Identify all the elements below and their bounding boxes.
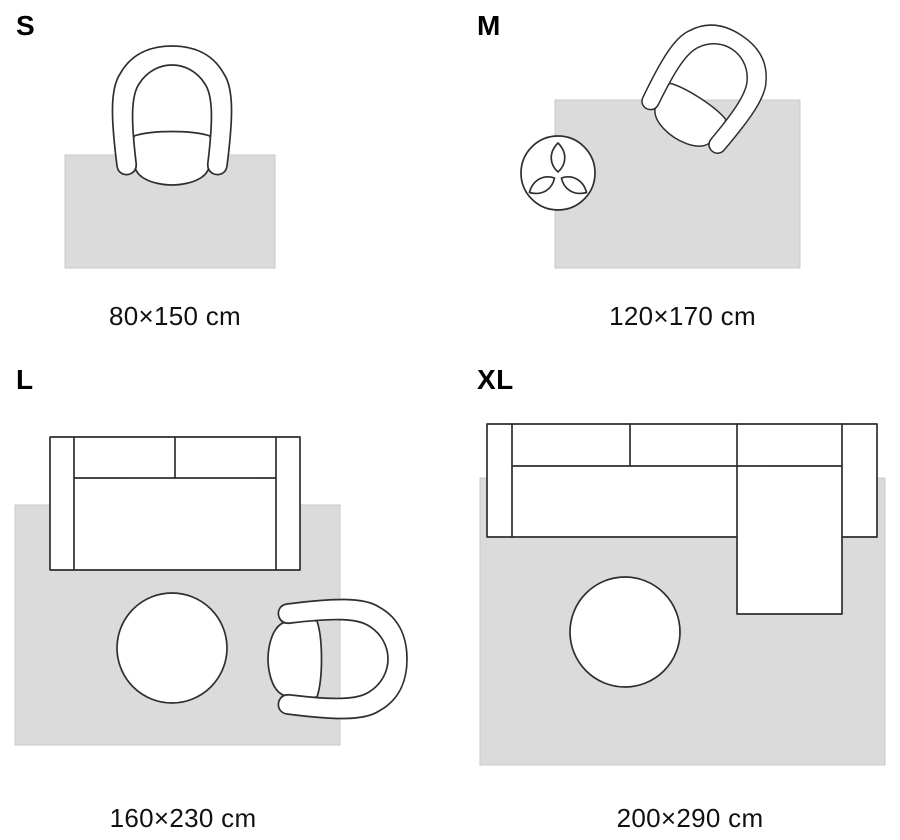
panel-size-l: L 160×230 cm (0, 348, 450, 840)
corner-sofa-icon (486, 423, 878, 615)
size-label-l: L (16, 364, 34, 395)
dimension-label-l: 160×230 cm (109, 803, 257, 833)
armchair-icon (111, 45, 233, 186)
diagram-m (520, 5, 801, 269)
dimension-label-m: 120×170 cm (609, 301, 756, 331)
diagram-s (64, 45, 276, 269)
diagram-xl (479, 423, 886, 766)
sofa-icon (49, 436, 301, 571)
plant-leaves (528, 142, 588, 195)
size-label-m: M (477, 10, 501, 41)
size-label-s: S (16, 10, 36, 41)
dimension-label-s: 80×150 cm (108, 301, 242, 331)
corner-sofa-body (486, 423, 878, 615)
panel-size-m: M 120×170 cm (450, 0, 900, 348)
pouf-icon (116, 592, 228, 704)
potted-plant-icon (520, 135, 596, 211)
panel-size-s: S 80×150 cm (0, 0, 450, 348)
size-label-xl: XL (477, 364, 514, 395)
dimension-label-xl: 200×290 cm (616, 803, 764, 833)
panel-size-xl: XL 200×290 cm (450, 348, 900, 840)
diagram-l (14, 436, 408, 746)
rug-s (64, 154, 276, 269)
pouf-icon (569, 576, 681, 688)
